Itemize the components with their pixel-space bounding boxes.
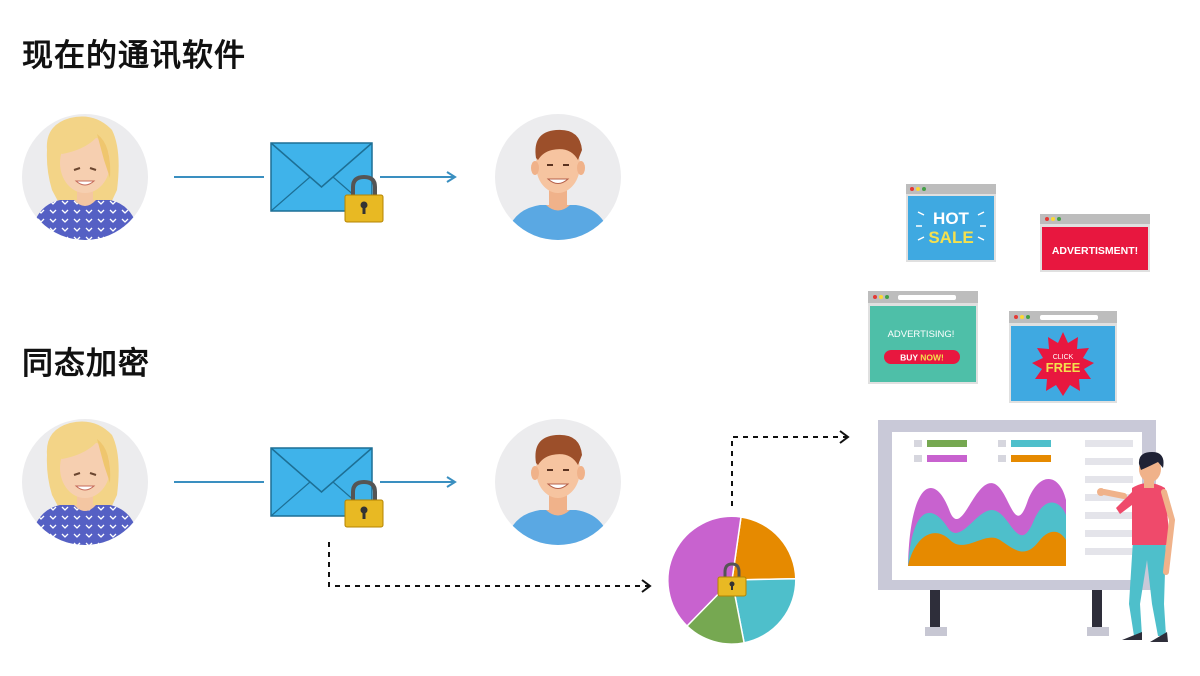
woman-avatar-icon (22, 114, 148, 240)
ad-buy-now-button (884, 350, 960, 364)
dashed-arrow-to-dashboard (731, 430, 850, 506)
ad-free-text: FREE (1046, 360, 1081, 375)
woman-avatar-icon (22, 419, 148, 545)
ad-hot-text: HOT (933, 209, 970, 228)
padlock-icon (717, 562, 747, 597)
padlock-icon (344, 479, 384, 528)
ad-advertising-text: ADVERTISING! (888, 329, 955, 340)
heading-homomorphic-encryption: 同态加密 (22, 346, 150, 382)
presenter-icon (1097, 452, 1176, 642)
starburst-icon (1032, 332, 1094, 396)
ad-window-advertisment: ADVERTISMENT! (1040, 214, 1150, 272)
dashed-arrow-to-pie (328, 542, 652, 593)
ad-window-hot-sale: HOT SALE (906, 184, 996, 262)
man-avatar-icon (495, 114, 621, 240)
ad-click-text: CLICK (1053, 354, 1074, 361)
ad-advertisment-text: ADVERTISMENT! (1052, 245, 1138, 257)
padlock-icon (344, 174, 384, 223)
ad-buy-now-label: BUY NOW! (900, 353, 944, 363)
ad-window-advertising: ADVERTISING! BUY NOW! (868, 291, 978, 384)
dashboard-board-icon (878, 420, 1156, 636)
ad-sale-text: SALE (928, 228, 973, 247)
heading-current-messaging: 现在的通讯软件 (22, 38, 246, 74)
ad-window-click-free: CLICK FREE (1009, 311, 1117, 403)
man-avatar-icon (495, 419, 621, 545)
